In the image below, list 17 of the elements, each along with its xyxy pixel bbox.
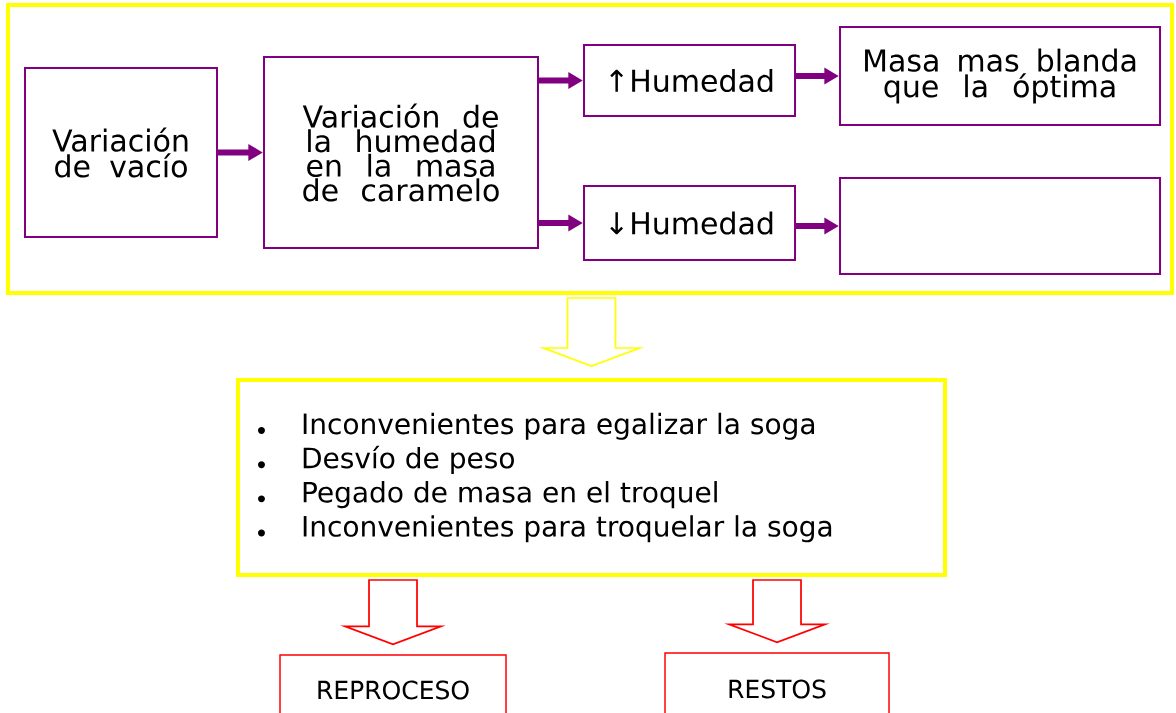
list-item: Inconvenientes para troquelar la soga bbox=[303, 515, 832, 543]
list-item: Pegado de masa en el troquel bbox=[303, 481, 717, 509]
process-box: REPROCESO bbox=[279, 654, 507, 713]
block-arrow bbox=[538, 297, 645, 367]
process-box: ↓Humedad bbox=[583, 185, 796, 261]
process-box: ↑Humedad bbox=[583, 44, 796, 117]
block-arrow bbox=[340, 579, 446, 646]
bullet-list-box bbox=[236, 378, 947, 577]
group-frame bbox=[6, 3, 1174, 295]
list-item: Inconvenientes para egalizar la soga bbox=[303, 412, 814, 440]
process-box: Variación de vacío bbox=[24, 67, 218, 238]
process-box: Masa mas blanda que la óptima bbox=[839, 26, 1161, 126]
block-arrow bbox=[724, 579, 830, 644]
process-box: RESTOS bbox=[664, 652, 890, 713]
empty-box bbox=[839, 177, 1161, 275]
list-item: Desvío de peso bbox=[303, 445, 514, 474]
process-box: Variación de la humedad en la masa de caramelo bbox=[263, 56, 539, 249]
